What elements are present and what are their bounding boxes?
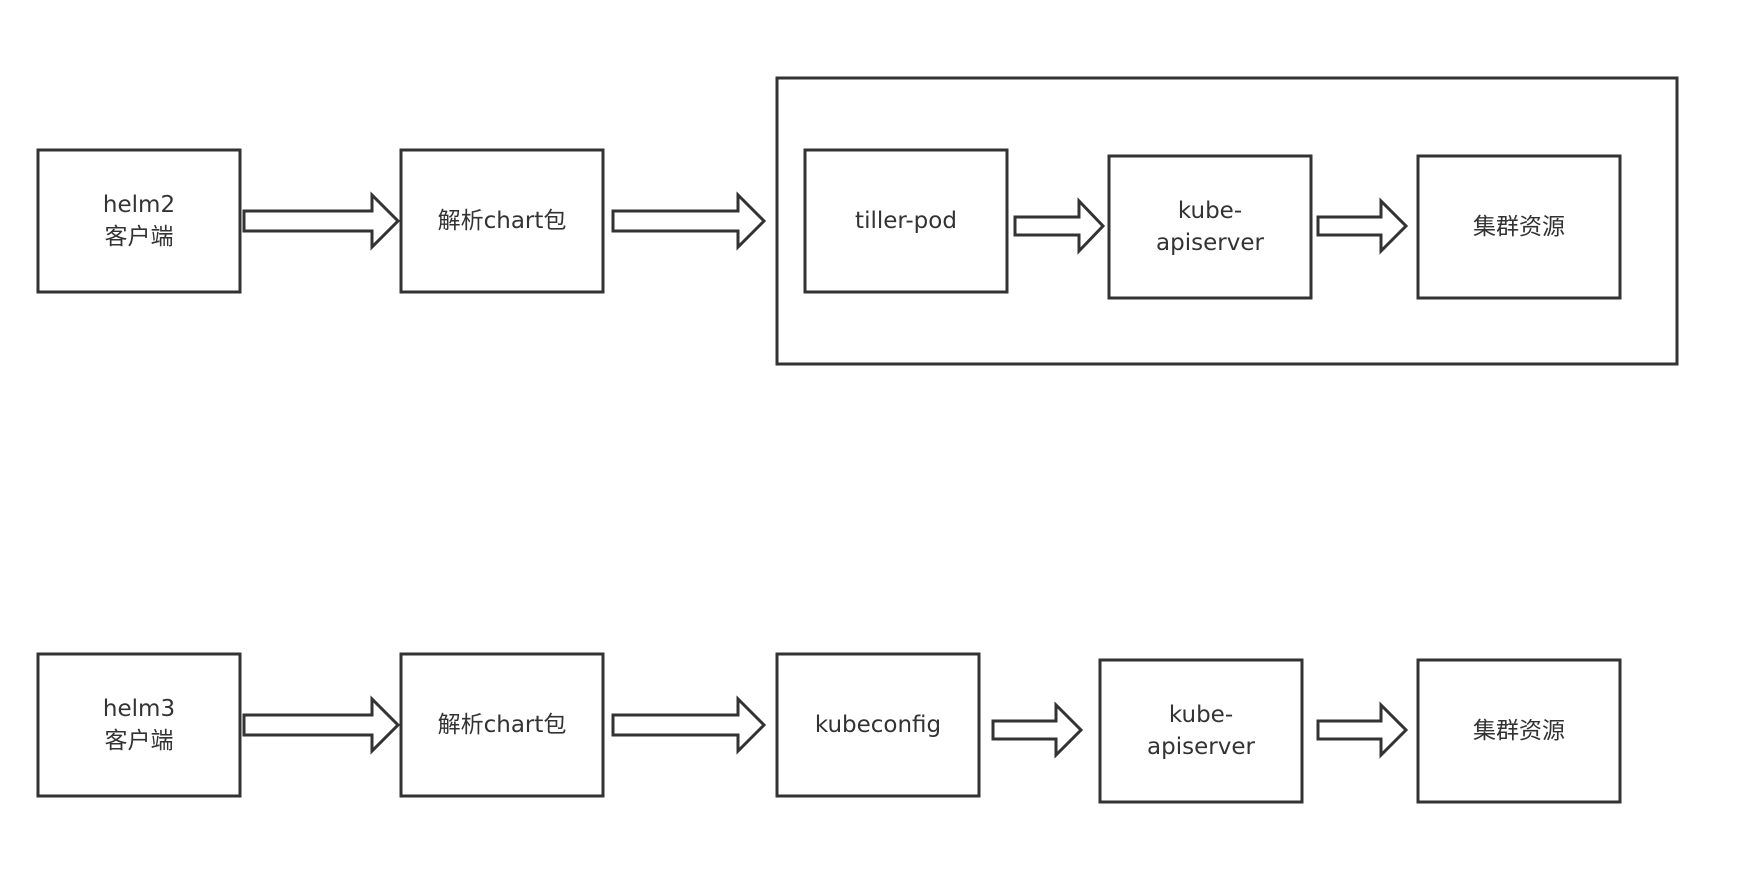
- helm2-arrow-1: [242, 191, 401, 251]
- helm3-client-box: [36, 652, 242, 798]
- helm3-resources-label: 集群资源: [1473, 718, 1565, 744]
- helm2-tiller-box: [803, 148, 1009, 294]
- helm2-arrow-3: [1013, 197, 1106, 255]
- helm3-arrow-2: [611, 695, 767, 755]
- helm3-kubeconfig-box: [775, 652, 981, 798]
- helm2-parse-label: 解析chart包: [437, 208, 567, 234]
- helm2-client-box: [36, 148, 242, 294]
- helm3-parse-box: [399, 652, 605, 798]
- helm2-tiller-container: [775, 76, 1679, 366]
- helm2-resources-box: [1416, 154, 1622, 300]
- helm2-arrow-2: [611, 191, 767, 251]
- helm3-apiserver-box: [1098, 658, 1304, 804]
- helm3-parse-label: 解析chart包: [437, 712, 567, 738]
- helm3-apiserver-label: kube- apiserver: [1147, 702, 1255, 760]
- helm2-resources-label: 集群资源: [1473, 214, 1565, 240]
- helm3-arrow-3: [991, 701, 1084, 759]
- helm2-apiserver-label: kube- apiserver: [1156, 198, 1264, 256]
- helm3-resources-box: [1416, 658, 1622, 804]
- helm3-client-label: helm3 客户端: [102, 696, 176, 754]
- helm2-tiller-label: tiller-pod: [855, 208, 957, 234]
- helm3-kubeconfig-label: kubeconfig: [814, 712, 942, 738]
- helm3-arrow-1: [242, 695, 401, 755]
- helm3-arrow-4: [1316, 701, 1409, 759]
- helm2-client-label: helm2 客户端: [102, 192, 176, 250]
- helm2-parse-box: [399, 148, 605, 294]
- helm2-apiserver-box: [1107, 154, 1313, 300]
- helm2-arrow-4: [1316, 197, 1409, 255]
